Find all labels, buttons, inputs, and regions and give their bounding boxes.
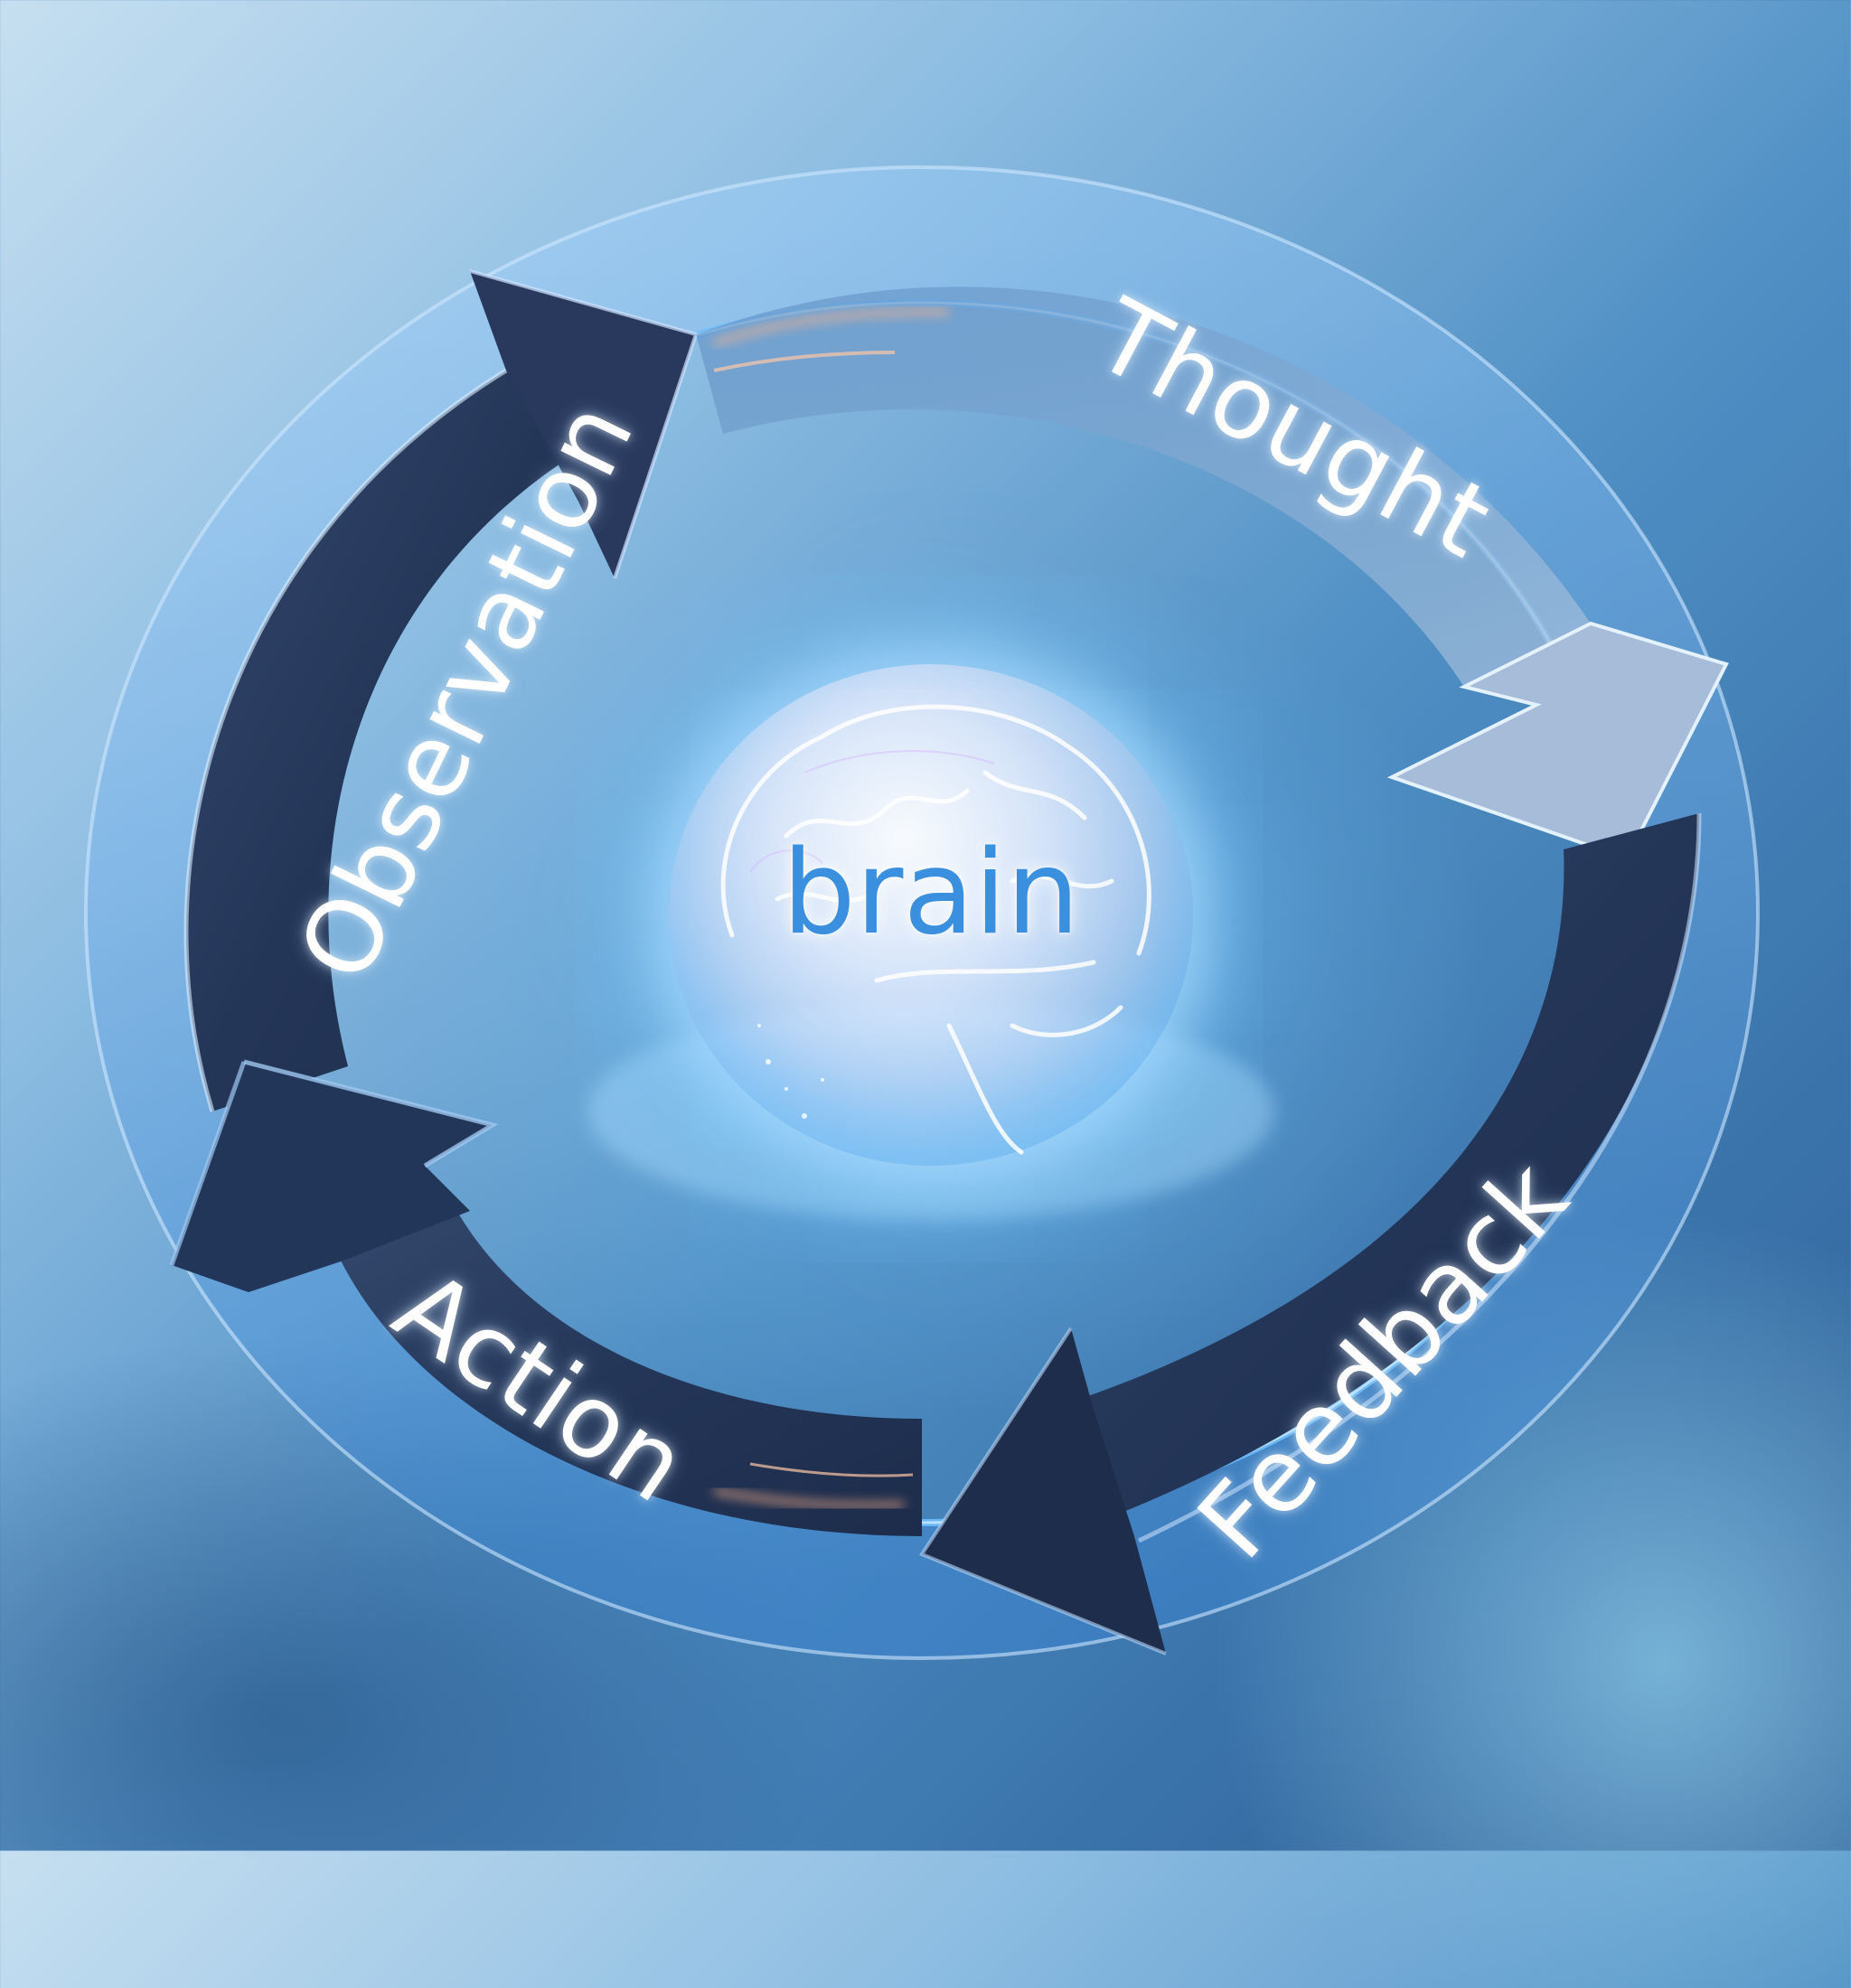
observation-arrow[interactable]	[183, 269, 699, 1112]
feedback-arrow[interactable]	[918, 812, 1702, 1655]
brain-sphere	[669, 664, 1193, 1166]
brain-label: brain	[782, 826, 1080, 961]
action-arrow[interactable]	[169, 1059, 922, 1536]
brain-icon	[720, 704, 1151, 1155]
thought-arrow[interactable]	[696, 286, 1729, 1058]
sparkle-dots	[757, 1024, 824, 1119]
